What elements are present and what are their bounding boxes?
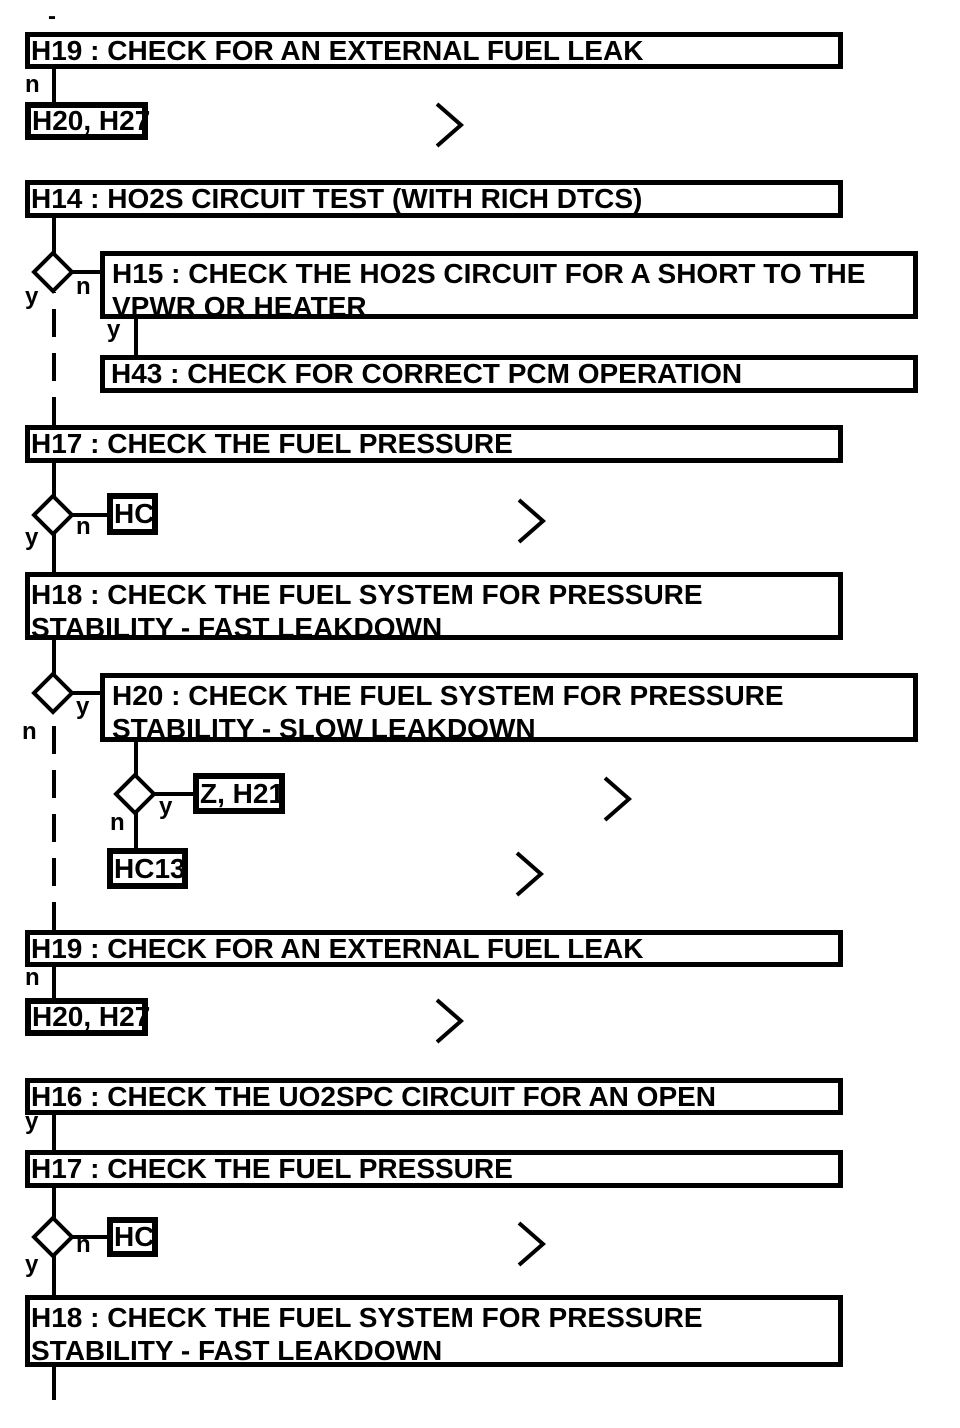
flow-node-h17-second: H17 : CHECK THE FUEL PRESSURE bbox=[25, 1150, 843, 1188]
connector-line bbox=[134, 811, 138, 848]
decision-diamond bbox=[31, 250, 75, 294]
flow-node-h19-top: H19 : CHECK FOR AN EXTERNAL FUEL LEAK bbox=[25, 32, 843, 69]
ref-node-h20-h27-top: H20, H27 bbox=[25, 102, 151, 140]
branch-label-n: n bbox=[76, 513, 91, 540]
connector-line bbox=[52, 1367, 56, 1400]
branch-label-y: y bbox=[25, 1108, 39, 1135]
ref-node-label: H20, H27 bbox=[32, 1001, 151, 1032]
flow-node-label: H16 : CHECK THE UO2SPC CIRCUIT FOR AN OP… bbox=[31, 1080, 717, 1112]
flow-node-h14: H14 : HO2S CIRCUIT TEST (WITH RICH DTCS) bbox=[25, 180, 843, 218]
flow-node-line2: VPWR OR HEATER bbox=[112, 291, 367, 322]
flow-node-line2: STABILITY - FAST LEAKDOWN bbox=[31, 1335, 443, 1366]
ref-node-label: HC13 bbox=[114, 852, 186, 884]
connector-line bbox=[70, 270, 100, 274]
connector-line-dashed bbox=[52, 711, 56, 930]
ref-node-z-h21: Z, H21 bbox=[193, 773, 285, 814]
connector-line bbox=[70, 513, 107, 517]
continue-arrow-icon bbox=[603, 776, 632, 822]
connector-line bbox=[134, 742, 138, 776]
flow-node-h16: H16 : CHECK THE UO2SPC CIRCUIT FOR AN OP… bbox=[25, 1078, 843, 1115]
flow-node-line1: H20 : CHECK THE FUEL SYSTEM FOR PRESSURE bbox=[112, 680, 784, 711]
flow-node-h17-first: H17 : CHECK THE FUEL PRESSURE bbox=[25, 425, 843, 463]
continue-arrow-icon bbox=[515, 851, 544, 897]
flow-node-line2: STABILITY - FAST LEAKDOWN bbox=[31, 612, 443, 643]
continue-arrow-icon bbox=[435, 102, 464, 148]
ref-node-hc-first: HC bbox=[107, 493, 158, 535]
continue-arrow-icon bbox=[435, 998, 464, 1044]
ref-node-label: HC bbox=[114, 1221, 155, 1252]
connector-line bbox=[52, 1186, 56, 1219]
ref-node-label: HC bbox=[114, 498, 155, 529]
branch-label-y: y bbox=[25, 1251, 39, 1278]
connector-line bbox=[70, 691, 100, 695]
flow-node-line1: H18 : CHECK THE FUEL SYSTEM FOR PRESSURE bbox=[31, 579, 703, 610]
connector-line bbox=[70, 1235, 107, 1239]
connector-line bbox=[52, 966, 56, 998]
connector-line bbox=[152, 792, 193, 796]
branch-label-n: n bbox=[76, 273, 91, 300]
flow-node-label: H17 : CHECK THE FUEL PRESSURE bbox=[31, 1153, 513, 1184]
flow-node-h20-slow: H20 : CHECK THE FUEL SYSTEM FOR PRESSURE… bbox=[100, 673, 918, 744]
ref-node-hc13: HC13 bbox=[107, 848, 188, 889]
flow-node-h43: H43 : CHECK FOR CORRECT PCM OPERATION bbox=[100, 355, 918, 393]
ref-node-label: Z, H21 bbox=[200, 777, 285, 809]
branch-label-n: n bbox=[22, 718, 37, 745]
branch-label-y: y bbox=[25, 283, 39, 310]
ref-node-label: H20, H27 bbox=[32, 105, 151, 136]
ref-node-h20-h27-bottom: H20, H27 bbox=[25, 998, 151, 1036]
branch-label-y: y bbox=[107, 316, 121, 343]
flow-node-h15: H15 : CHECK THE HO2S CIRCUIT FOR A SHORT… bbox=[100, 251, 918, 322]
connector-line bbox=[52, 463, 56, 497]
connector-line bbox=[134, 319, 138, 355]
connector-line bbox=[52, 1114, 56, 1150]
flow-node-line1: H15 : CHECK THE HO2S CIRCUIT FOR A SHORT… bbox=[112, 258, 866, 289]
flow-node-h18-second: H18 : CHECK THE FUEL SYSTEM FOR PRESSURE… bbox=[25, 1295, 843, 1367]
connector-line bbox=[52, 69, 56, 104]
flow-node-line1: H18 : CHECK THE FUEL SYSTEM FOR PRESSURE bbox=[31, 1302, 703, 1333]
flow-node-h18-first: H18 : CHECK THE FUEL SYSTEM FOR PRESSURE… bbox=[25, 572, 843, 643]
connector-line bbox=[52, 640, 56, 675]
branch-label-y: y bbox=[159, 793, 173, 820]
connector-line bbox=[52, 533, 56, 572]
ref-node-hc-second: HC bbox=[107, 1217, 158, 1257]
connector-line bbox=[52, 1255, 56, 1295]
flow-node-h19-bottom: H19 : CHECK FOR AN EXTERNAL FUEL LEAK bbox=[25, 930, 843, 967]
flow-node-label: H19 : CHECK FOR AN EXTERNAL FUEL LEAK bbox=[31, 932, 644, 964]
connector-line-dashed bbox=[52, 292, 56, 425]
flow-node-label: H17 : CHECK THE FUEL PRESSURE bbox=[31, 428, 513, 459]
branch-label-n: n bbox=[110, 809, 125, 836]
continuation-dash-mark: - bbox=[48, 3, 56, 30]
flow-node-label: H19 : CHECK FOR AN EXTERNAL FUEL LEAK bbox=[31, 34, 644, 66]
connector-line bbox=[52, 218, 56, 254]
branch-label-n: n bbox=[25, 964, 40, 991]
branch-label-n: n bbox=[25, 71, 40, 98]
continue-arrow-icon bbox=[517, 1221, 546, 1267]
decision-diamond bbox=[31, 671, 75, 715]
flow-node-line2: STABILITY - SLOW LEAKDOWN bbox=[112, 713, 536, 744]
flow-node-label: H43 : CHECK FOR CORRECT PCM OPERATION bbox=[111, 358, 743, 389]
continue-arrow-icon bbox=[517, 498, 546, 544]
branch-label-y: y bbox=[76, 693, 90, 720]
branch-label-y: y bbox=[25, 524, 39, 551]
flow-node-label: H14 : HO2S CIRCUIT TEST (WITH RICH DTCS) bbox=[31, 183, 643, 214]
